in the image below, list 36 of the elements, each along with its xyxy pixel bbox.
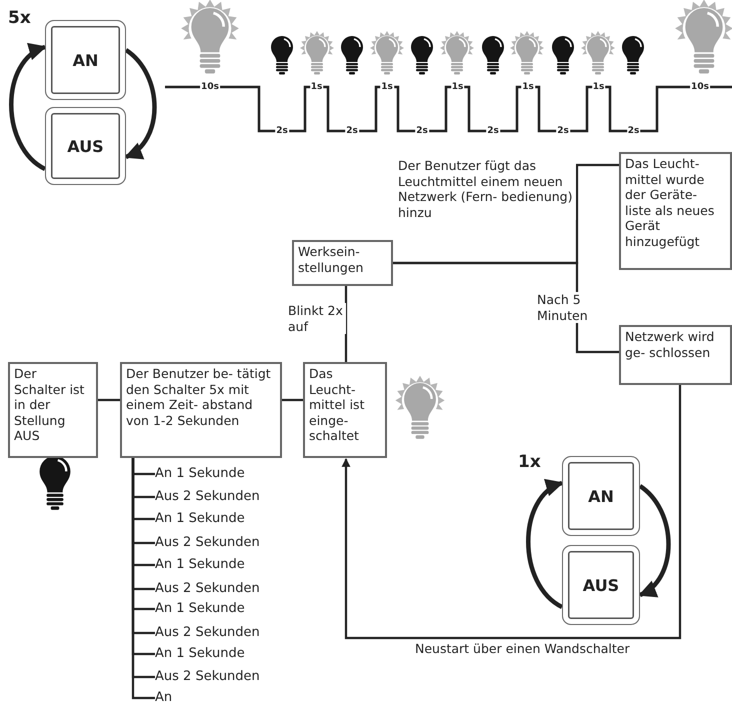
duration-label: 1s <box>310 82 324 92</box>
switch-key: AUS <box>562 545 640 625</box>
arrow <box>638 484 671 597</box>
process-box: Das Leucht- mittel ist einge- schaltet <box>303 362 387 458</box>
arrow <box>342 385 682 640</box>
duration-label: 1s <box>450 82 464 92</box>
process-box: Netzwerk wird ge- schlossen <box>619 325 732 385</box>
duration-label: 1s <box>380 82 394 92</box>
switch-key: AN <box>45 20 126 100</box>
duration-label: 2s <box>415 126 429 136</box>
duration-label: 1s <box>592 82 606 92</box>
process-box: Das Leucht- mittel wurde der Geräte- liste als neues Gerät hinzugefügt <box>619 152 732 270</box>
arrow <box>9 44 47 171</box>
arrow <box>124 48 157 159</box>
duration-label: 10s <box>200 82 220 92</box>
process-box: Werksein- stellungen <box>292 240 393 286</box>
process-box: Der Schalter ist in der Stellung AUS <box>8 362 98 458</box>
connector-line <box>393 262 619 354</box>
repeat-count: 5x <box>8 8 31 28</box>
duration-label: 2s <box>626 126 640 136</box>
connector-line <box>282 398 303 402</box>
duration-label: 1s <box>521 82 535 92</box>
duration-label: 2s <box>345 126 359 136</box>
repeat-count: 1x <box>518 452 541 472</box>
duration-label: 2s <box>275 126 289 136</box>
arrow <box>526 480 564 609</box>
switch-key: AUS <box>45 107 126 185</box>
process-box: Der Benutzer be- tätigt den Schalter 5x mit einem Zeit- abstand von 1-2 Sekunden <box>120 362 282 458</box>
connector-line <box>344 286 348 362</box>
switch-key: AN <box>562 456 640 536</box>
duration-label: 2s <box>556 126 570 136</box>
edge-label: Blinkt 2x auf <box>288 303 346 334</box>
duration-label: 10s <box>690 82 710 92</box>
edge-label: Der Benutzer fügt das Leuchtmittel einem neuen Netzwerk (Fern- bedienung) hinzu <box>398 158 576 220</box>
duration-label: 2s <box>486 126 500 136</box>
connector-line <box>98 398 120 402</box>
